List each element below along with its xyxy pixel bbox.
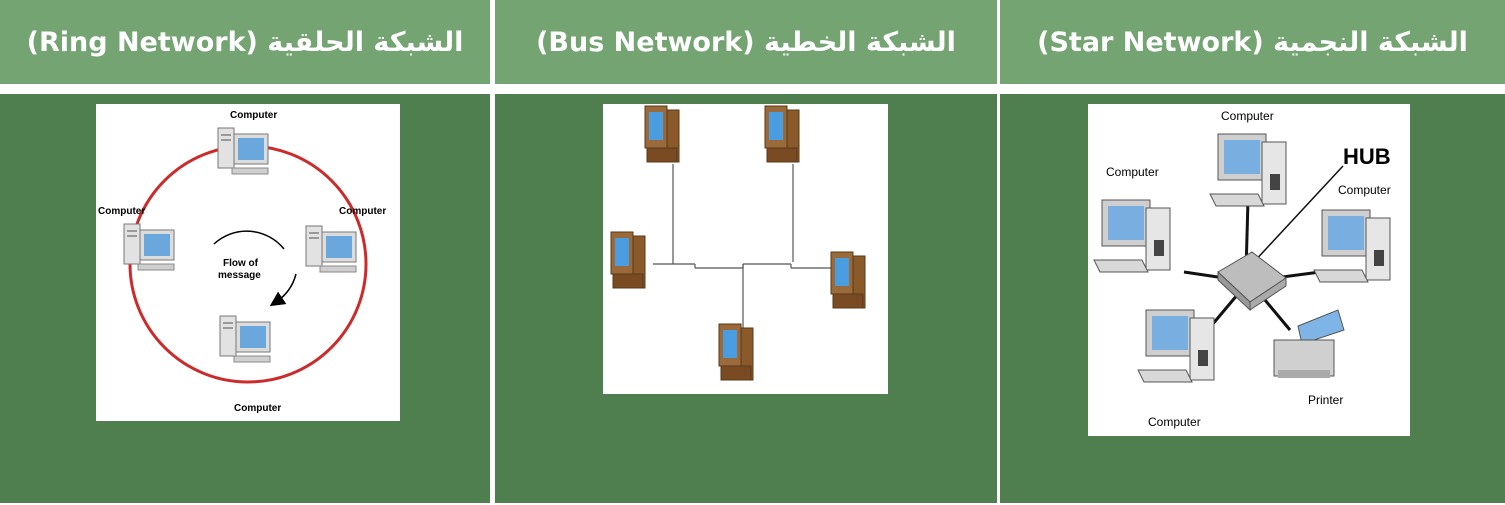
bus-computer-right-icon [830,251,866,309]
ring-label-bottom: Computer [234,403,281,414]
ring-network-diagram: Computer Computer Computer Computer Flow… [96,104,400,421]
ring-label-left: Computer [98,206,145,217]
hub-icon [1217,251,1287,312]
computer-right-icon [305,225,357,273]
header-ring-label: الشبكة الحلقية (Ring Network) [26,26,464,58]
bus-computer-top-left-icon [644,105,680,163]
star-diagram-svg: HUB Computer Computer Computer Computer … [1093,109,1391,429]
computer-left-icon [123,223,175,271]
header-bus-label: الشبكة الخطية (Bus Network) [536,26,956,58]
header-bus-network: الشبكة الخطية (Bus Network) [495,0,997,84]
hub-pointer-line [1251,165,1344,265]
bus-computer-top-right-icon [764,105,800,163]
star-computer-bottom-icon [1137,309,1215,383]
cell-star-network: HUB Computer Computer Computer Computer … [1000,94,1505,503]
bus-network-diagram [603,104,888,394]
flow-text-line2: message [218,270,261,281]
star-computer-top-icon [1209,133,1287,207]
cell-ring-network: Computer Computer Computer Computer Flow… [0,94,490,503]
star-label-top: Computer [1221,109,1274,123]
star-network-diagram: HUB Computer Computer Computer Computer … [1088,104,1410,436]
header-ring-network: الشبكة الحلقية (Ring Network) [0,0,490,84]
bus-computer-left-icon [610,231,646,289]
hub-label: HUB [1343,144,1391,169]
bus-computer-bottom-icon [718,323,754,381]
header-star-label: الشبكة النجمية (Star Network) [1037,26,1468,58]
flow-arc-top [213,230,285,250]
star-label-right: Computer [1338,183,1391,197]
ring-label-right: Computer [339,206,386,217]
star-computer-right-icon [1313,209,1391,283]
printer-icon [1273,309,1345,378]
computer-top-icon [217,127,269,175]
bus-cables [653,164,831,334]
ring-label-top: Computer [230,110,277,121]
printer-label: Printer [1308,393,1343,407]
header-star-network: الشبكة النجمية (Star Network) [1000,0,1505,84]
star-label-left: Computer [1106,165,1159,179]
bus-diagram-svg [610,105,866,381]
star-label-bottom: Computer [1148,415,1201,429]
flow-arrow-icon [269,273,297,307]
cell-bus-network [495,94,997,503]
computer-bottom-icon [219,315,271,363]
flow-text-line1: Flow of [223,258,259,269]
star-computer-left-icon [1093,199,1171,273]
ring-diagram-svg: Computer Computer Computer Computer Flow… [98,110,386,414]
